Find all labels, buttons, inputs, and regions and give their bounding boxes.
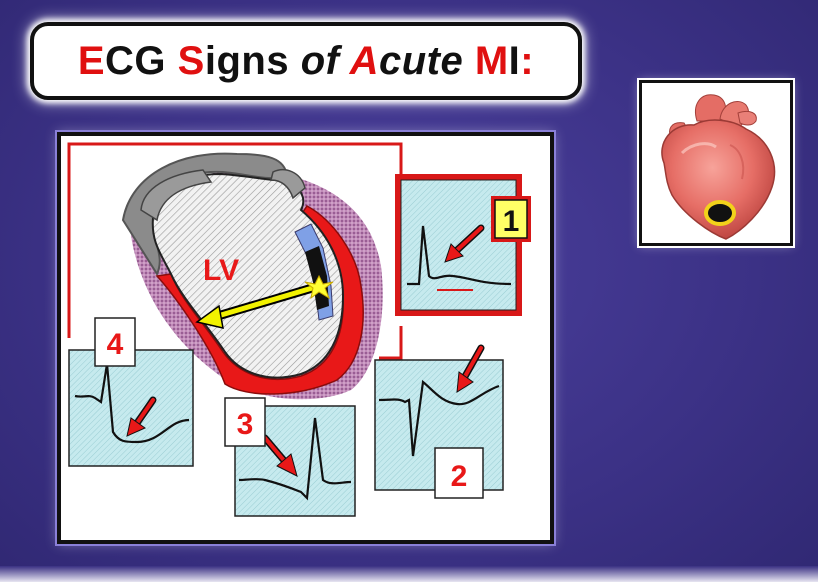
injury-vector-arrow-icon — [195, 304, 224, 329]
arrow-icon — [276, 453, 298, 477]
sign-1-number: 1 — [503, 205, 520, 238]
infarct-spot-icon — [704, 200, 736, 226]
sign-4-number: 4 — [107, 328, 124, 361]
sign-3-box — [224, 397, 266, 447]
arrow-icon — [126, 417, 147, 437]
title-part-7: cute — [378, 38, 475, 83]
title-part-9: I — [508, 38, 521, 83]
lv-label: LV — [203, 254, 239, 287]
myocardium-wall — [155, 205, 364, 395]
title-part-2: CG — [105, 38, 178, 83]
title-part-10: : — [520, 38, 535, 83]
ecg-trace-q-wave — [378, 379, 500, 457]
sign-3-number: 3 — [237, 408, 254, 441]
lv-cavity — [151, 172, 345, 379]
title-box: ECG Signs of Acute MI: — [30, 22, 582, 100]
ecg-trace-st-elevation — [407, 225, 512, 286]
current-of-injury-star-icon — [304, 274, 334, 300]
ecg-trace-4 — [74, 363, 190, 444]
arrow-icon — [444, 243, 464, 263]
bottom-strip — [0, 566, 818, 582]
sign-2-box — [434, 447, 484, 499]
title-part-5: of — [300, 38, 350, 83]
arrow-icon — [456, 371, 474, 393]
ecg-trace-3 — [238, 417, 352, 501]
ecg-panel-4 — [68, 349, 194, 467]
title-part-4: igns — [204, 38, 301, 83]
infarction-ecg-diagram: LV 1 4 2 — [67, 142, 531, 517]
slide-title: ECG Signs of Acute MI: — [78, 39, 534, 84]
ecg-diagram-panel: LV 1 4 2 — [57, 132, 554, 544]
heart-illustration — [661, 94, 776, 240]
title-part-3: S — [177, 38, 205, 83]
connector-line — [379, 326, 403, 360]
connector-line — [67, 142, 403, 338]
title-part-6: A — [349, 38, 379, 83]
sign-2-number: 2 — [451, 460, 468, 493]
title-part-8: M — [474, 38, 509, 83]
heart-image-frame — [639, 80, 793, 246]
sign-1-box — [494, 199, 528, 239]
sign-4-box — [94, 317, 136, 367]
title-part-1: E — [77, 38, 106, 83]
